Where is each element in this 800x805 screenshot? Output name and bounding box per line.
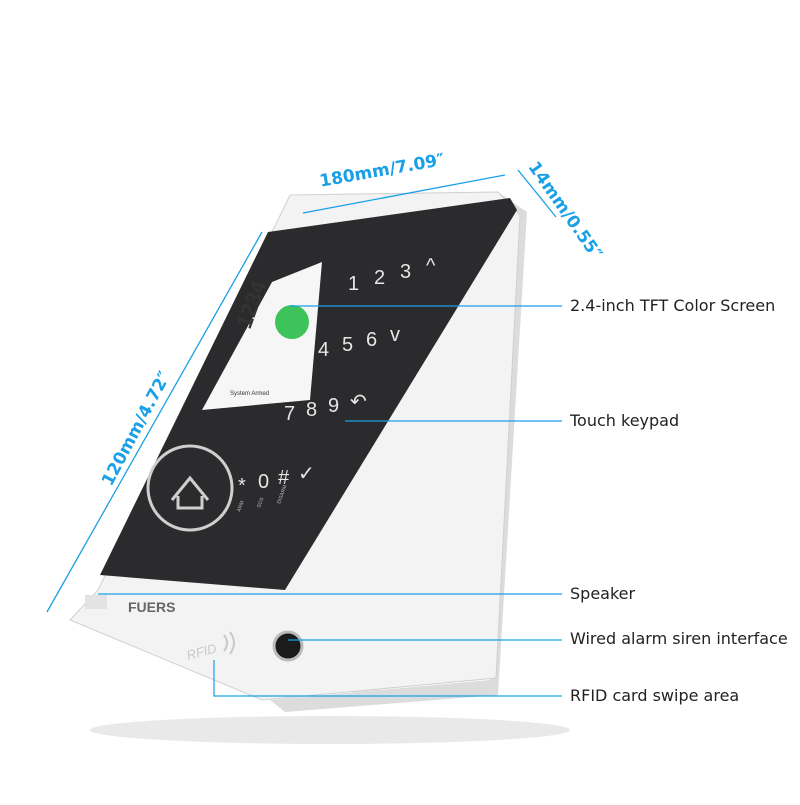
keypad-key[interactable]: v <box>390 324 400 346</box>
keypad-key[interactable]: 6 <box>366 329 377 351</box>
screen-callout: 2.4-inch TFT Color Screen <box>570 296 776 315</box>
keypad-key[interactable]: 1 <box>348 273 359 295</box>
bottom-key-label: SOS <box>256 496 265 509</box>
keypad-key[interactable]: ✓ <box>298 463 315 485</box>
siren-callout: Wired alarm siren interface <box>570 629 788 648</box>
keypad-key[interactable]: 4 <box>318 339 329 361</box>
speaker-grille <box>85 595 107 609</box>
keypad-key[interactable]: ^ <box>426 255 436 277</box>
keypad-key[interactable]: 0 <box>258 471 269 493</box>
rfid-wave-icon <box>223 631 235 655</box>
rfid-callout: RFID card swipe area <box>570 686 740 705</box>
siren-jack <box>272 630 304 662</box>
depth-dimension-line <box>517 169 557 218</box>
screen-status-circle <box>275 305 309 339</box>
keypad-callout: Touch keypad <box>570 411 680 430</box>
width-dimension-line <box>302 174 506 214</box>
tft-screen <box>202 262 322 410</box>
keypad-key[interactable]: 3 <box>400 261 411 283</box>
rfid-callout-line <box>213 660 562 697</box>
keypad-key[interactable]: 8 <box>306 399 317 421</box>
screen-status: System Armed <box>230 391 269 397</box>
bottom-key-label: ARM <box>236 500 245 513</box>
floor-shadow <box>90 716 570 744</box>
brand-logo: FUERS <box>128 599 175 615</box>
keypad-key[interactable]: ↶ <box>350 391 367 413</box>
keypad-key[interactable]: # <box>278 467 290 489</box>
keypad-key[interactable]: * <box>238 475 246 497</box>
home-icon <box>170 475 210 510</box>
keypad-key[interactable]: 9 <box>328 395 339 417</box>
keypad-key[interactable]: 7 <box>284 403 295 425</box>
height-dimension-line <box>46 231 263 613</box>
keypad-key[interactable]: 5 <box>342 334 353 356</box>
speaker-callout: Speaker <box>570 584 636 603</box>
keypad-key[interactable]: 2 <box>374 267 385 289</box>
home-button[interactable] <box>146 444 234 532</box>
